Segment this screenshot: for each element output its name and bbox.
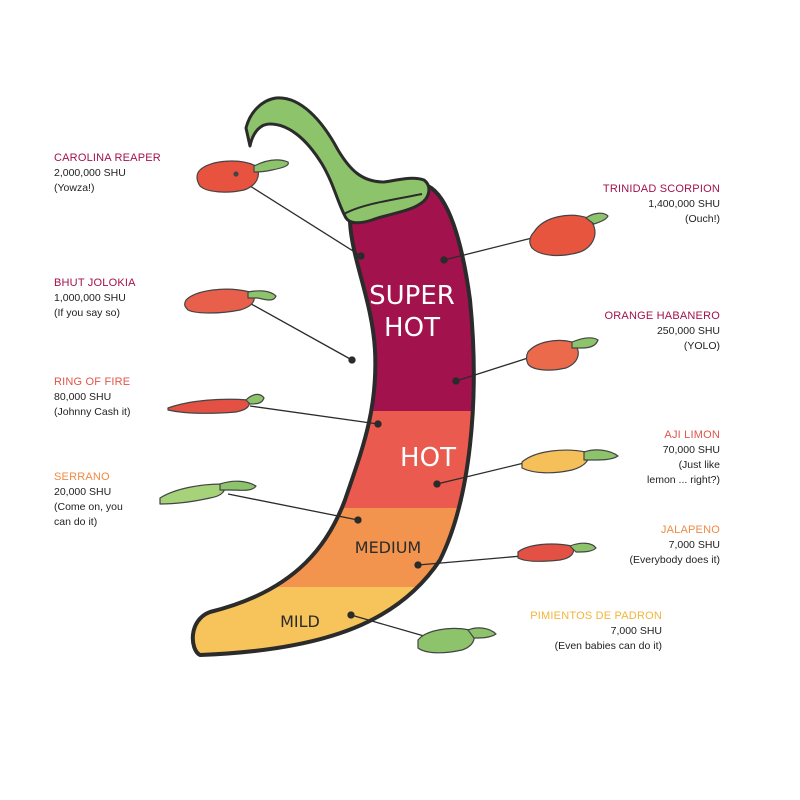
label-jalapeno: JALAPENO 7,000 SHU (Everybody does it): [560, 523, 720, 568]
leader-pimientos-de-padron: [350, 614, 425, 637]
trinidad-scorpion-pepper-icon: [529, 212, 609, 257]
pepper-shu: 70,000 SHU: [662, 444, 720, 456]
pepper-note: (Johnny Cash it): [54, 406, 131, 418]
pepper-note: (Just like lemon ... right?): [647, 459, 720, 486]
label-aji-limon: AJI LIMON 70,000 SHU (Just like lemon ..…: [560, 428, 720, 488]
pepper-name: JALAPENO: [660, 524, 720, 536]
dot-orange-habanero: [452, 377, 460, 385]
pepper-note: (Ouch!): [684, 213, 720, 225]
label-carolina-reaper: CAROLINA REAPER 2,000,000 SHU (Yowza!): [54, 151, 161, 196]
pepper-note: (Everybody does it): [629, 554, 720, 566]
pepper-name: PIMIENTOS DE PADRON: [530, 610, 662, 622]
leader-bhut-jolokia: [243, 299, 353, 361]
pepper-shu: 1,000,000 SHU: [54, 292, 126, 304]
dot-trinidad-scorpion: [440, 256, 448, 264]
zone-label-hot: HOT: [400, 443, 456, 473]
pepper-shu: 20,000 SHU: [54, 486, 112, 498]
pepper-note: (Even babies can do it): [554, 640, 662, 652]
label-bhut-jolokia: BHUT JOLOKIA 1,000,000 SHU (If you say s…: [54, 276, 136, 321]
leader-jalapeno: [417, 555, 523, 566]
pepper-shu: 80,000 SHU: [54, 391, 112, 403]
pepper-note: (If you say so): [54, 307, 120, 319]
dot-pimientos-de-padron: [347, 611, 355, 619]
dot-ring-of-fire: [374, 420, 382, 428]
pepper-illustrations: [159, 159, 619, 654]
pepper-name: BHUT JOLOKIA: [54, 277, 136, 289]
pepper-note: (Come on, you can do it): [54, 501, 123, 528]
pepper-shu: 1,400,000 SHU: [648, 198, 720, 210]
dot-serrano: [354, 516, 362, 524]
label-ring-of-fire: RING OF FIRE 80,000 SHU (Johnny Cash it): [54, 375, 130, 420]
label-serrano: SERRANO 20,000 SHU (Come on, you can do …: [54, 470, 123, 530]
pepper-shu: 7,000 SHU: [668, 539, 720, 551]
leader-serrano: [227, 493, 359, 521]
aji-limon-pepper-icon: [521, 449, 619, 474]
zone-label-medium: MEDIUM: [354, 538, 422, 557]
leader-aji-limon: [436, 462, 525, 485]
pepper-stem: [244, 96, 431, 225]
dot-bhut-jolokia: [348, 356, 356, 364]
pepper-shu: 7,000 SHU: [610, 625, 662, 637]
pimientos-de-padron-pepper-icon: [417, 627, 497, 654]
pepper-name: RING OF FIRE: [54, 376, 131, 388]
pepper-shu: 250,000 SHU: [656, 325, 720, 337]
pepper-shu: 2,000,000 SHU: [54, 167, 126, 179]
pepper-note: (YOLO): [683, 340, 720, 352]
orange-habanero-pepper-icon: [525, 337, 599, 371]
leader-carolina-reaper: [249, 185, 362, 257]
leader-trinidad-scorpion: [443, 237, 533, 261]
pepper-name: AJI LIMON: [664, 429, 720, 441]
dot-jalapeno: [414, 561, 422, 569]
stem-rim: [343, 193, 423, 215]
dot-aji-limon: [433, 480, 441, 488]
zone-label-super-hot: SUPER HOT: [369, 281, 455, 343]
leader-ring-of-fire: [249, 405, 379, 425]
pepper-name: ORANGE HABANERO: [604, 310, 720, 322]
pepper-note: (Yowza!): [54, 182, 95, 194]
leader-lines: [227, 185, 533, 637]
dot-carolina-reaper: [357, 252, 365, 260]
serrano-pepper-icon: [159, 480, 257, 505]
ring-of-fire-pepper-icon: [167, 393, 265, 414]
pepper-outline: [190, 184, 476, 657]
pepper-name: TRINIDAD SCORPION: [602, 183, 720, 195]
zone-label-mild: MILD: [280, 612, 320, 631]
label-pimientos-de-padron: PIMIENTOS DE PADRON 7,000 SHU (Even babi…: [500, 609, 662, 654]
label-orange-habanero: ORANGE HABANERO 250,000 SHU (YOLO): [560, 309, 720, 354]
jalapeno-pepper-icon: [517, 542, 597, 562]
label-trinidad-scorpion: TRINIDAD SCORPION 1,400,000 SHU (Ouch!): [560, 182, 720, 227]
carolina-reaper-pepper-icon: [196, 159, 289, 193]
bhut-jolokia-pepper-icon: [184, 288, 277, 314]
leader-orange-habanero: [455, 357, 529, 382]
pepper-name: SERRANO: [54, 471, 110, 483]
pepper-name: CAROLINA REAPER: [54, 152, 161, 164]
